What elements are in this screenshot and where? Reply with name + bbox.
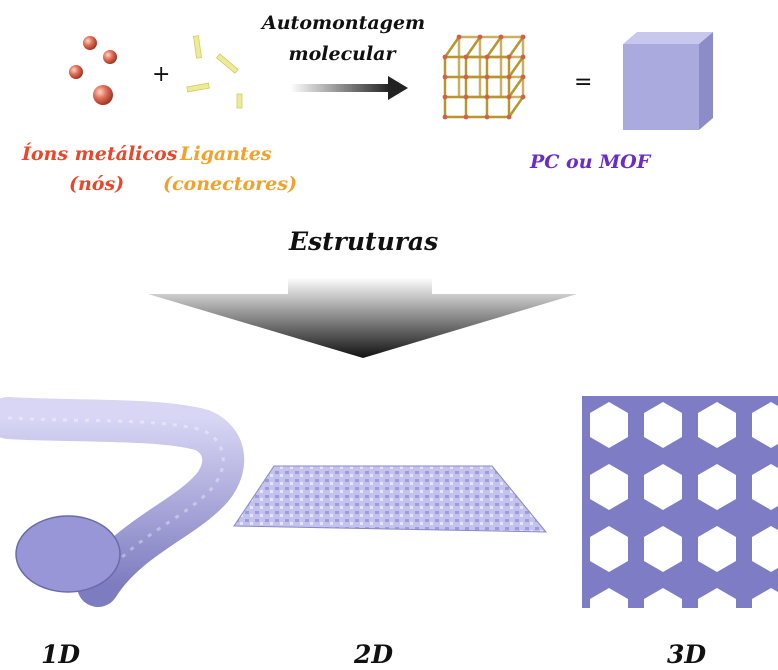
mof-cube-illustration (623, 32, 713, 130)
structures-arrow (148, 278, 577, 358)
plus-sign: + (152, 62, 171, 87)
equals-sign: = (574, 70, 593, 95)
ligands-label: Ligantes (180, 143, 272, 165)
ligand-rod (193, 35, 202, 59)
framework-lattice-illustration (442, 34, 526, 120)
label-1d: 1D (41, 640, 81, 669)
cube-front-face (623, 44, 699, 130)
cube-side-face (699, 32, 713, 130)
structures-title: Estruturas (289, 227, 439, 256)
structure-1d-illustration (0, 397, 245, 607)
metal-ion-sphere (103, 50, 117, 64)
metal-ions-illustration (69, 36, 117, 105)
ligands-illustration (186, 35, 243, 109)
label-2d: 2D (354, 640, 394, 669)
ligands-sublabel: (conectores) (163, 173, 297, 195)
metal-ion-sphere (93, 85, 113, 105)
cube-top-face (623, 32, 713, 44)
process-label-line2: molecular (288, 43, 396, 65)
ligand-rod (215, 53, 239, 74)
process-arrow (290, 76, 408, 100)
process-label-line1: Automontagem (262, 12, 426, 34)
metal-ions-label: Íons metálicos (22, 143, 178, 165)
metal-ions-sublabel: (nós) (69, 173, 125, 195)
label-3d: 3D (667, 640, 707, 669)
structure-3d-illustration (582, 396, 778, 608)
metal-ion-sphere (69, 65, 83, 79)
ligand-rod (186, 82, 210, 93)
ligand-rod (236, 93, 243, 109)
metal-ion-sphere (83, 36, 97, 50)
product-label: PC ou MOF (530, 151, 651, 173)
structure-2d-illustration (233, 465, 548, 533)
